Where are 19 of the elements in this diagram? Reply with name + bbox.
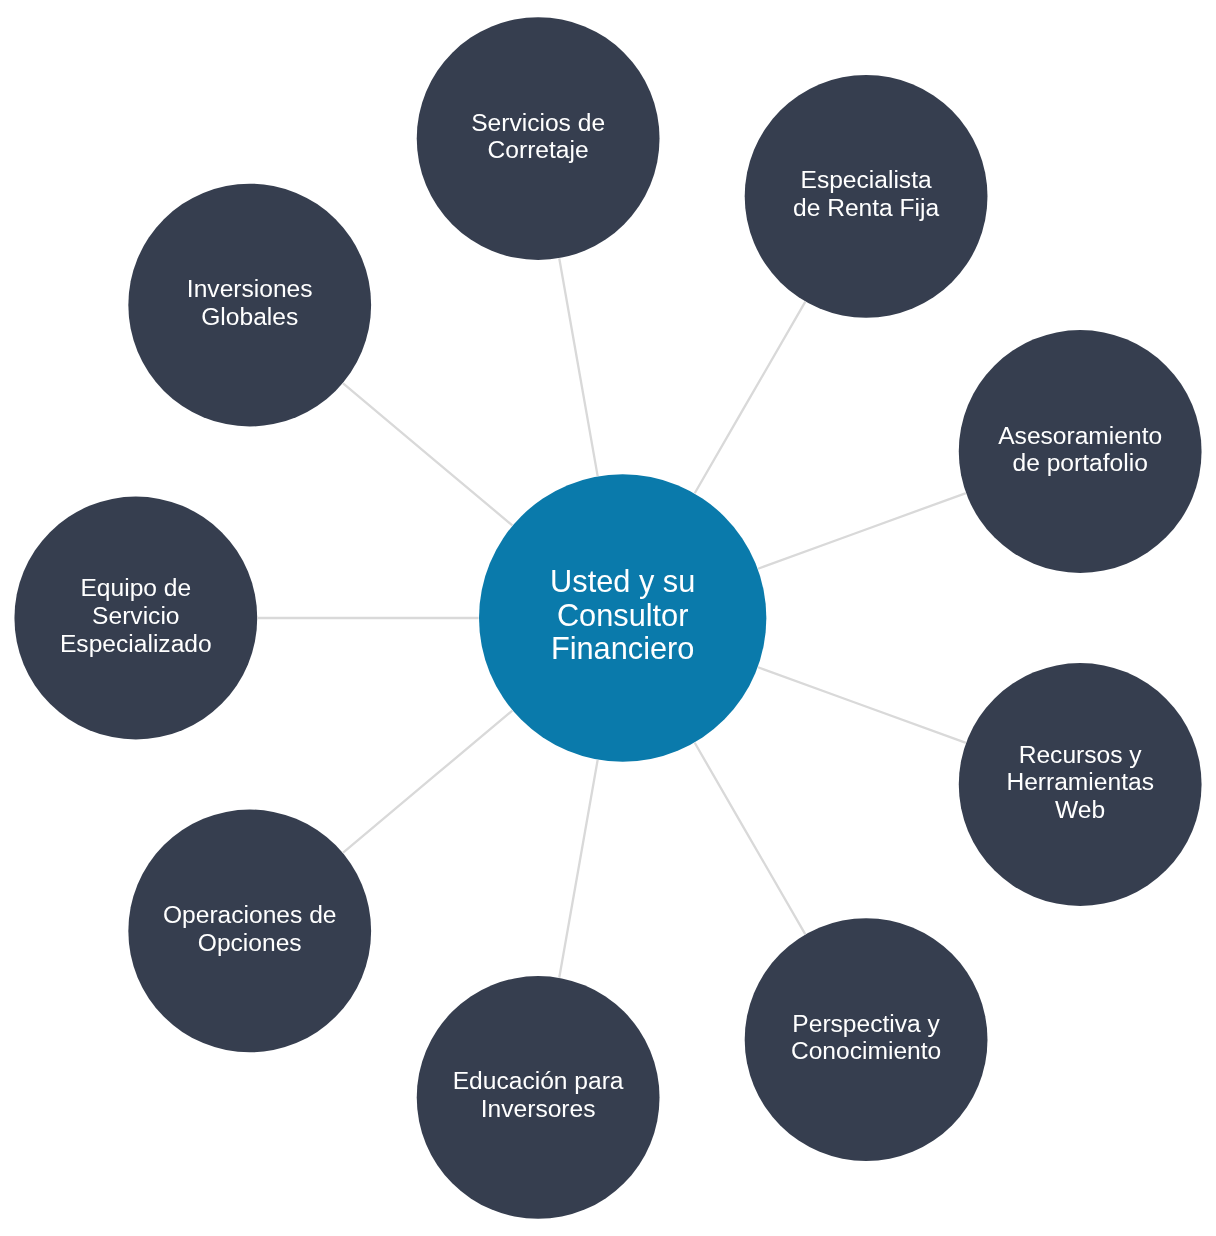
node-circle: Equipo de Servicio Especializado [14, 496, 258, 740]
connector [257, 616, 479, 620]
connector [558, 258, 599, 477]
node-circle: Educación para Inversores [416, 976, 660, 1219]
connector [757, 666, 967, 745]
node-circle: Usted y su Consultor Financiero [479, 474, 767, 762]
node-circle: Inversiones Globales [128, 183, 372, 427]
node-circle: Recursos y Herramientas Web [958, 663, 1202, 906]
node-circle: Operaciones de Opciones [128, 809, 372, 1053]
connector [558, 759, 599, 978]
node-circle: Perspectiva y Conocimiento [744, 918, 988, 1162]
connector [693, 301, 807, 494]
node-circle: Especialista de Renta Fija [744, 74, 988, 318]
node-circle: Servicios de Corretaje [416, 17, 660, 260]
connector [342, 382, 514, 527]
connector [757, 491, 967, 570]
connector [693, 742, 807, 935]
connector [342, 709, 514, 854]
node-circle: Asesoramiento de portafolio [958, 330, 1202, 573]
